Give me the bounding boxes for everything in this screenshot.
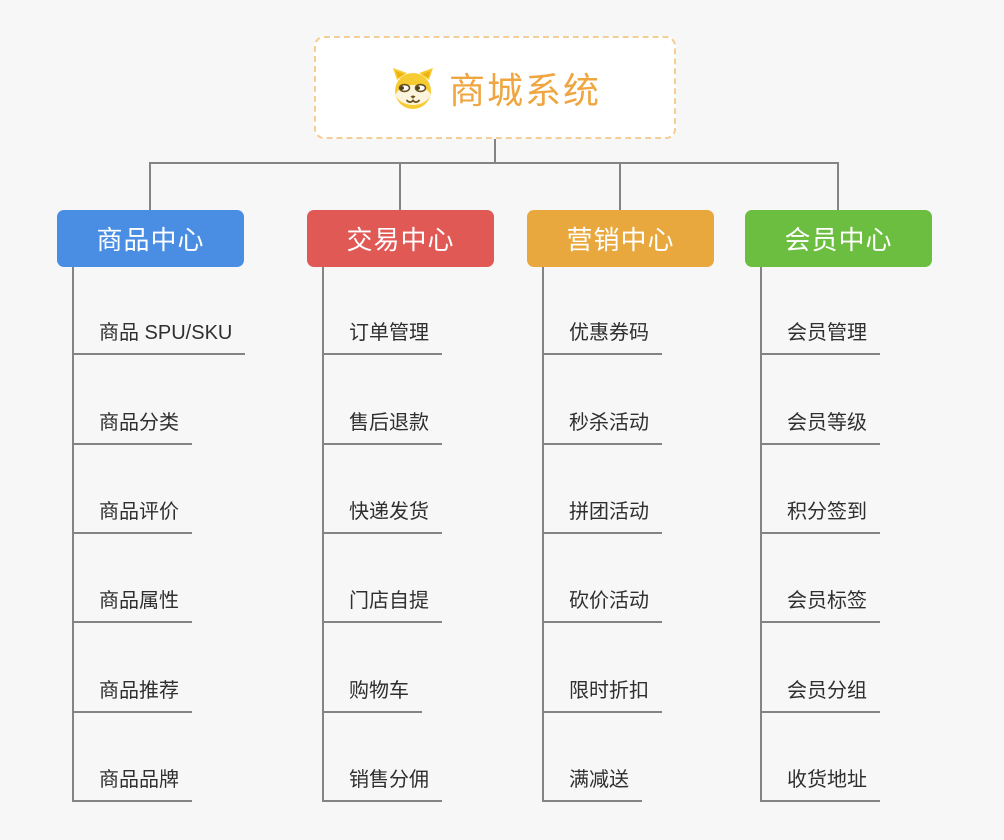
leaf-node[interactable]: 秒杀活动 [542,411,662,445]
leaf-node[interactable]: 订单管理 [322,321,442,355]
leaf-node[interactable]: 满减送 [542,768,642,802]
leaf-node[interactable]: 商品属性 [72,589,192,623]
connector-trunk [760,266,762,802]
connector-bus [149,162,839,164]
dog-face-icon [389,66,437,110]
leaf-node[interactable]: 限时折扣 [542,679,662,713]
leaf-node[interactable]: 售后退款 [322,411,442,445]
leaf-node[interactable]: 快递发货 [322,500,442,534]
leaf-node[interactable]: 会员分组 [760,679,880,713]
connector-trunk [322,266,324,802]
leaf-node[interactable]: 砍价活动 [542,589,662,623]
connector-trunk [72,266,74,802]
connector-root-stub [494,139,496,163]
leaf-node[interactable]: 积分签到 [760,500,880,534]
leaf-node[interactable]: 销售分佣 [322,768,442,802]
connector-stub [837,162,839,211]
leaf-node[interactable]: 优惠券码 [542,321,662,355]
leaf-node[interactable]: 收货地址 [760,768,880,802]
root-node[interactable]: 商城系统 [314,36,676,139]
root-title: 商城系统 [448,69,601,111]
leaf-node[interactable]: 商品评价 [72,500,192,534]
leaf-node[interactable]: 商品分类 [72,411,192,445]
branch-node-trade-center[interactable]: 交易中心 [307,210,494,267]
leaf-node[interactable]: 会员等级 [760,411,880,445]
leaf-node[interactable]: 购物车 [322,679,422,713]
branch-node-product-center[interactable]: 商品中心 [57,210,244,267]
connector-stub [619,162,621,211]
branch-node-member-center[interactable]: 会员中心 [745,210,932,267]
leaf-node[interactable]: 商品推荐 [72,679,192,713]
leaf-node[interactable]: 会员标签 [760,589,880,623]
leaf-node[interactable]: 拼团活动 [542,500,662,534]
leaf-node[interactable]: 门店自提 [322,589,442,623]
connector-stub [149,162,151,211]
leaf-node[interactable]: 会员管理 [760,321,880,355]
connector-stub [399,162,401,211]
leaf-node[interactable]: 商品 SPU/SKU [72,321,246,355]
connector-trunk [542,266,544,802]
branch-node-marketing-center[interactable]: 营销中心 [527,210,714,267]
leaf-node[interactable]: 商品品牌 [72,768,192,802]
